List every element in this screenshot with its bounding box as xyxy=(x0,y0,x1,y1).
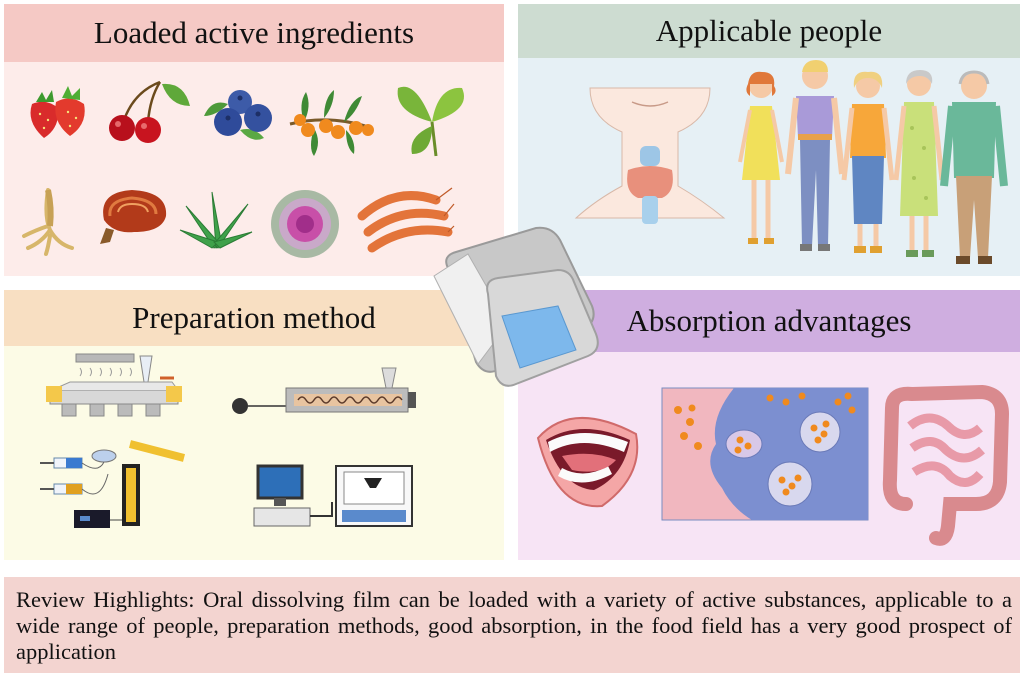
elderly-man-icon xyxy=(940,70,1008,264)
lingzhi-mushroom-icon xyxy=(100,190,167,244)
blueberry-icon xyxy=(204,90,272,140)
oral-film-pack-icon xyxy=(433,226,599,387)
review-highlights-box: Review Highlights: Oral dissolving film … xyxy=(4,577,1020,673)
neck-thyroid-icon xyxy=(574,87,726,224)
elderly-woman-icon xyxy=(893,70,945,257)
panel-absorption-header: Absorption advantages xyxy=(518,290,1020,352)
ginseng-root-icon xyxy=(22,188,74,256)
intestine-icon xyxy=(882,384,1010,546)
electrospinning-icon xyxy=(40,440,186,528)
cell-absorption-icon xyxy=(661,387,869,521)
panel-ingredients-header: Loaded active ingredients xyxy=(4,4,504,62)
shrimp-icon xyxy=(357,187,455,253)
panel-people-title: Applicable people xyxy=(655,13,883,48)
girl-icon xyxy=(738,71,784,244)
panel-people-header: Applicable people xyxy=(518,4,1020,58)
panel-absorption-title: Absorption advantages xyxy=(626,303,912,338)
boy-icon xyxy=(785,60,845,251)
panel-ingredients-title: Loaded active ingredients xyxy=(93,15,415,50)
sea-buckthorn-icon xyxy=(289,90,374,156)
panel-preparation-header: Preparation method xyxy=(4,290,504,346)
film-casting-icon xyxy=(46,353,182,417)
3d-printer-icon xyxy=(253,464,413,527)
panel-preparation-title: Preparation method xyxy=(132,300,376,335)
review-highlights-text: Review Highlights: Oral dissolving film … xyxy=(16,587,1012,664)
mouth-icon xyxy=(536,416,639,508)
woman-icon xyxy=(841,71,895,253)
aloe-icon xyxy=(179,191,253,249)
ginkgo-leaf-icon xyxy=(397,86,464,157)
panel-people: Applicable people xyxy=(518,4,1020,276)
cherry-icon xyxy=(109,80,190,143)
extruder-icon xyxy=(232,367,416,414)
strawberry-icon xyxy=(30,86,85,138)
ornamental-kale-icon xyxy=(271,190,339,258)
